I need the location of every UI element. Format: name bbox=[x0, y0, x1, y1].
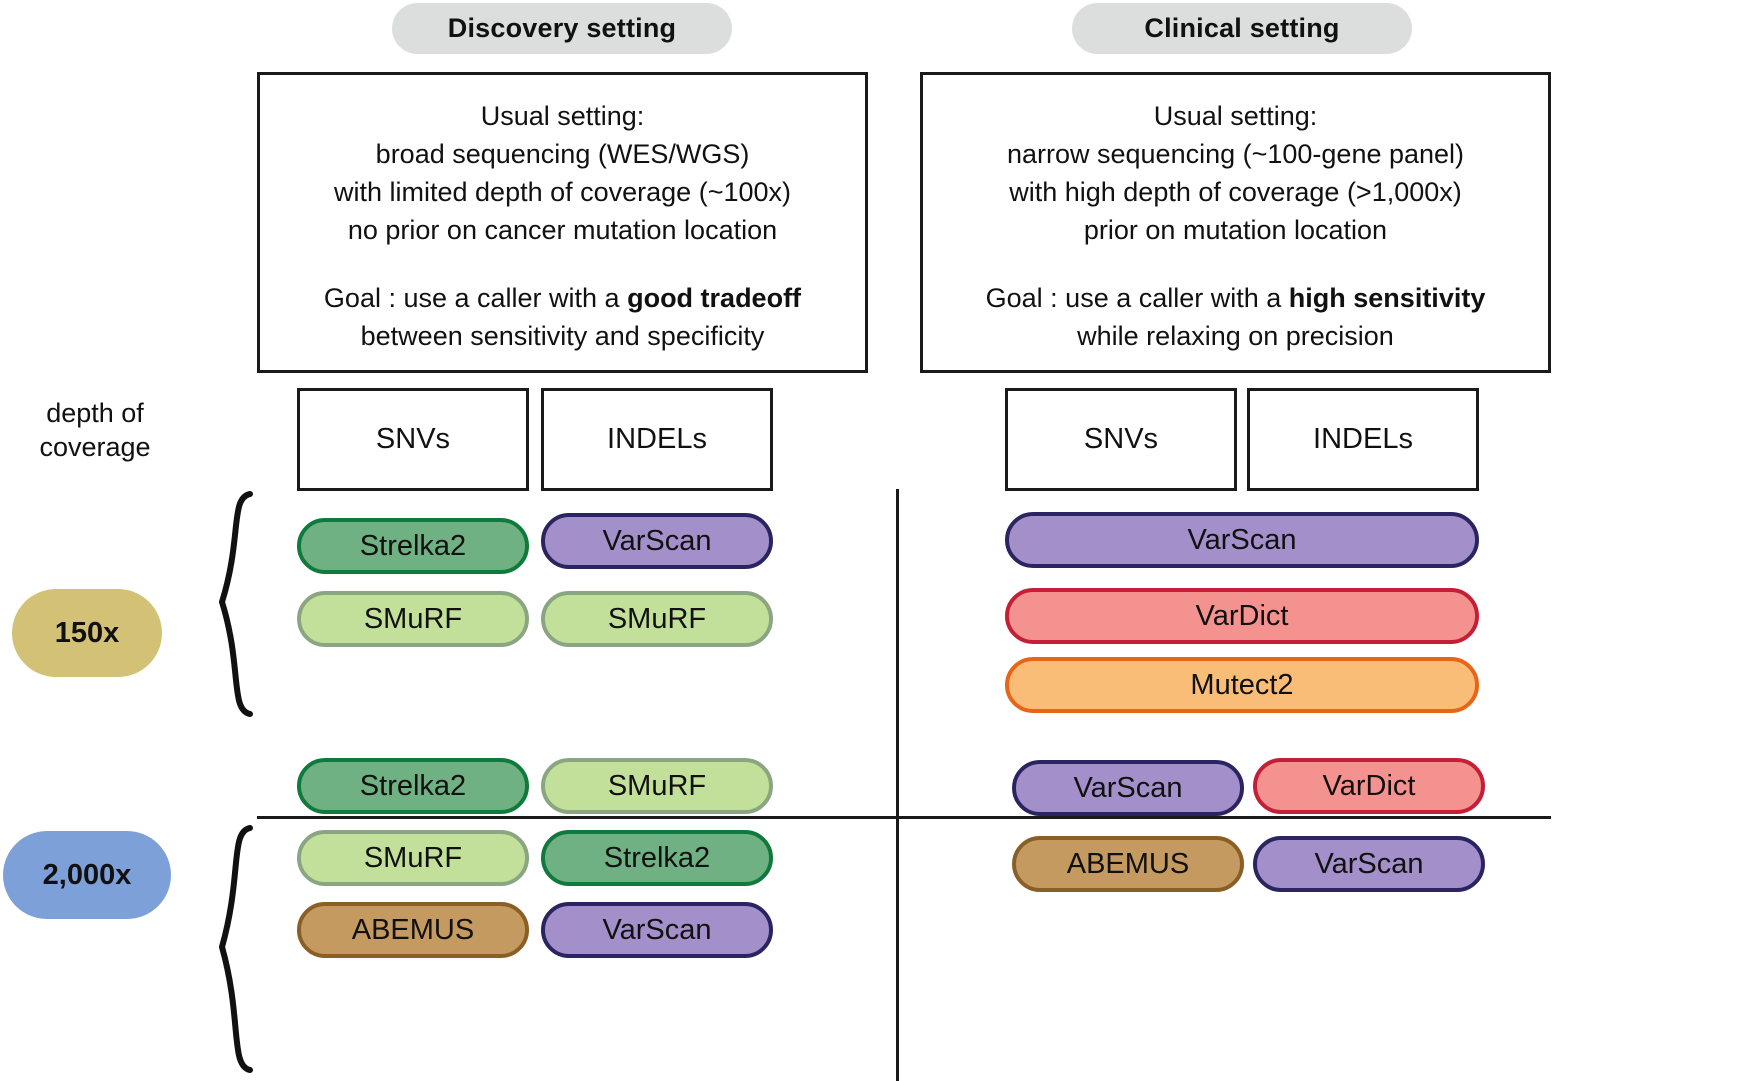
goal-prefix: Goal : use a caller with a bbox=[985, 283, 1289, 313]
desc-goal-line: Goal : use a caller with a good tradeoff bbox=[324, 279, 801, 317]
type-box-label: INDELs bbox=[607, 423, 707, 455]
type-box-label: SNVs bbox=[375, 423, 451, 455]
type-box-clinical-snvs: SNVs bbox=[1005, 388, 1237, 491]
chip-clinical-label: Clinical setting bbox=[1144, 13, 1340, 43]
caller-pill-label: ABEMUS bbox=[351, 913, 475, 946]
desc-line: Usual setting: bbox=[1153, 101, 1318, 131]
caller-pill-smurf[interactable]: SMuRF bbox=[297, 830, 529, 886]
type-box-discovery-indels: INDELs bbox=[541, 388, 773, 491]
caller-pill-abemus[interactable]: ABEMUS bbox=[1012, 836, 1244, 892]
goal-prefix: Goal : use a caller with a bbox=[323, 283, 628, 313]
depth-label-line2: coverage bbox=[39, 432, 151, 462]
caller-pill-varscan[interactable]: VarScan bbox=[1012, 760, 1244, 816]
horizontal-divider-150-2000 bbox=[257, 816, 1551, 819]
caller-pill-label: SMuRF bbox=[363, 602, 463, 635]
caller-pill-strelka2[interactable]: Strelka2 bbox=[541, 830, 773, 886]
goal-emphasis: high sensitivity bbox=[1288, 283, 1486, 313]
caller-pill-vardict[interactable]: VarDict bbox=[1253, 758, 1485, 814]
caller-pill-label: VarScan bbox=[602, 913, 712, 946]
caller-pill-mutect2[interactable]: Mutect2 bbox=[1005, 657, 1479, 713]
caller-pill-strelka2[interactable]: Strelka2 bbox=[297, 518, 529, 574]
caller-pill-label: VarScan bbox=[1187, 523, 1297, 556]
depth-badge-label: 150x bbox=[54, 616, 120, 649]
caller-pill-label: SMuRF bbox=[607, 602, 707, 635]
depth-of-coverage-label: depth of coverage bbox=[10, 396, 180, 464]
caller-pill-varscan[interactable]: VarScan bbox=[1005, 512, 1479, 568]
caller-pill-varscan[interactable]: VarScan bbox=[541, 513, 773, 569]
depth-badge-2000x: 2,000x bbox=[3, 831, 171, 919]
vertical-divider bbox=[896, 489, 899, 1081]
desc-line: with high depth of coverage (>1,000x) bbox=[1009, 177, 1462, 207]
caller-pill-abemus[interactable]: ABEMUS bbox=[297, 902, 529, 958]
caller-pill-smurf[interactable]: SMuRF bbox=[541, 591, 773, 647]
brace-150x bbox=[218, 491, 253, 717]
desc-goal-suffix: between sensitivity and specificity bbox=[360, 321, 765, 351]
caller-pill-label: Strelka2 bbox=[359, 769, 467, 802]
caller-pill-label: Strelka2 bbox=[359, 529, 467, 562]
desc-line: with limited depth of coverage (~100x) bbox=[334, 177, 791, 207]
caller-pill-strelka2[interactable]: Strelka2 bbox=[297, 758, 529, 814]
caller-pill-label: ABEMUS bbox=[1066, 847, 1190, 880]
caller-pill-label: VarDict bbox=[1322, 769, 1416, 802]
caller-pill-varscan[interactable]: VarScan bbox=[541, 902, 773, 958]
chip-clinical-setting: Clinical setting bbox=[1072, 3, 1412, 54]
desc-line: broad sequencing (WES/WGS) bbox=[375, 139, 750, 169]
caller-pill-label: VarScan bbox=[1073, 771, 1183, 804]
caller-pill-label: VarScan bbox=[602, 524, 712, 557]
goal-emphasis: good tradeoff bbox=[627, 283, 802, 313]
caller-pill-smurf[interactable]: SMuRF bbox=[541, 758, 773, 814]
chip-discovery-label: Discovery setting bbox=[447, 13, 677, 43]
type-box-label: SNVs bbox=[1083, 423, 1159, 455]
chip-discovery-setting: Discovery setting bbox=[392, 3, 732, 54]
type-box-label: INDELs bbox=[1313, 423, 1413, 455]
description-box-clinical: Usual setting: narrow sequencing (~100-g… bbox=[920, 72, 1551, 373]
description-box-discovery: Usual setting: broad sequencing (WES/WGS… bbox=[257, 72, 868, 373]
type-box-clinical-indels: INDELs bbox=[1247, 388, 1479, 491]
caller-pill-label: VarScan bbox=[1314, 847, 1424, 880]
depth-badge-label: 2,000x bbox=[42, 858, 132, 891]
caller-pill-label: Strelka2 bbox=[603, 841, 711, 874]
caller-pill-varscan[interactable]: VarScan bbox=[1253, 836, 1485, 892]
desc-line: narrow sequencing (~100-gene panel) bbox=[1006, 139, 1465, 169]
caller-pill-label: VarDict bbox=[1195, 599, 1289, 632]
caller-pill-smurf[interactable]: SMuRF bbox=[297, 591, 529, 647]
depth-badge-150x: 150x bbox=[12, 589, 162, 677]
type-box-discovery-snvs: SNVs bbox=[297, 388, 529, 491]
caller-pill-label: SMuRF bbox=[363, 841, 463, 874]
depth-label-line1: depth of bbox=[46, 398, 144, 428]
desc-line: no prior on cancer mutation location bbox=[347, 215, 778, 245]
desc-line: Usual setting: bbox=[480, 101, 645, 131]
brace-2000x bbox=[218, 825, 253, 1073]
desc-line: prior on mutation location bbox=[1083, 215, 1388, 245]
caller-pill-label: SMuRF bbox=[607, 769, 707, 802]
caller-pill-vardict[interactable]: VarDict bbox=[1005, 588, 1479, 644]
desc-goal-suffix: while relaxing on precision bbox=[1077, 321, 1394, 351]
caller-pill-label: Mutect2 bbox=[1190, 668, 1294, 701]
desc-goal-line: Goal : use a caller with a high sensitiv… bbox=[986, 279, 1486, 317]
